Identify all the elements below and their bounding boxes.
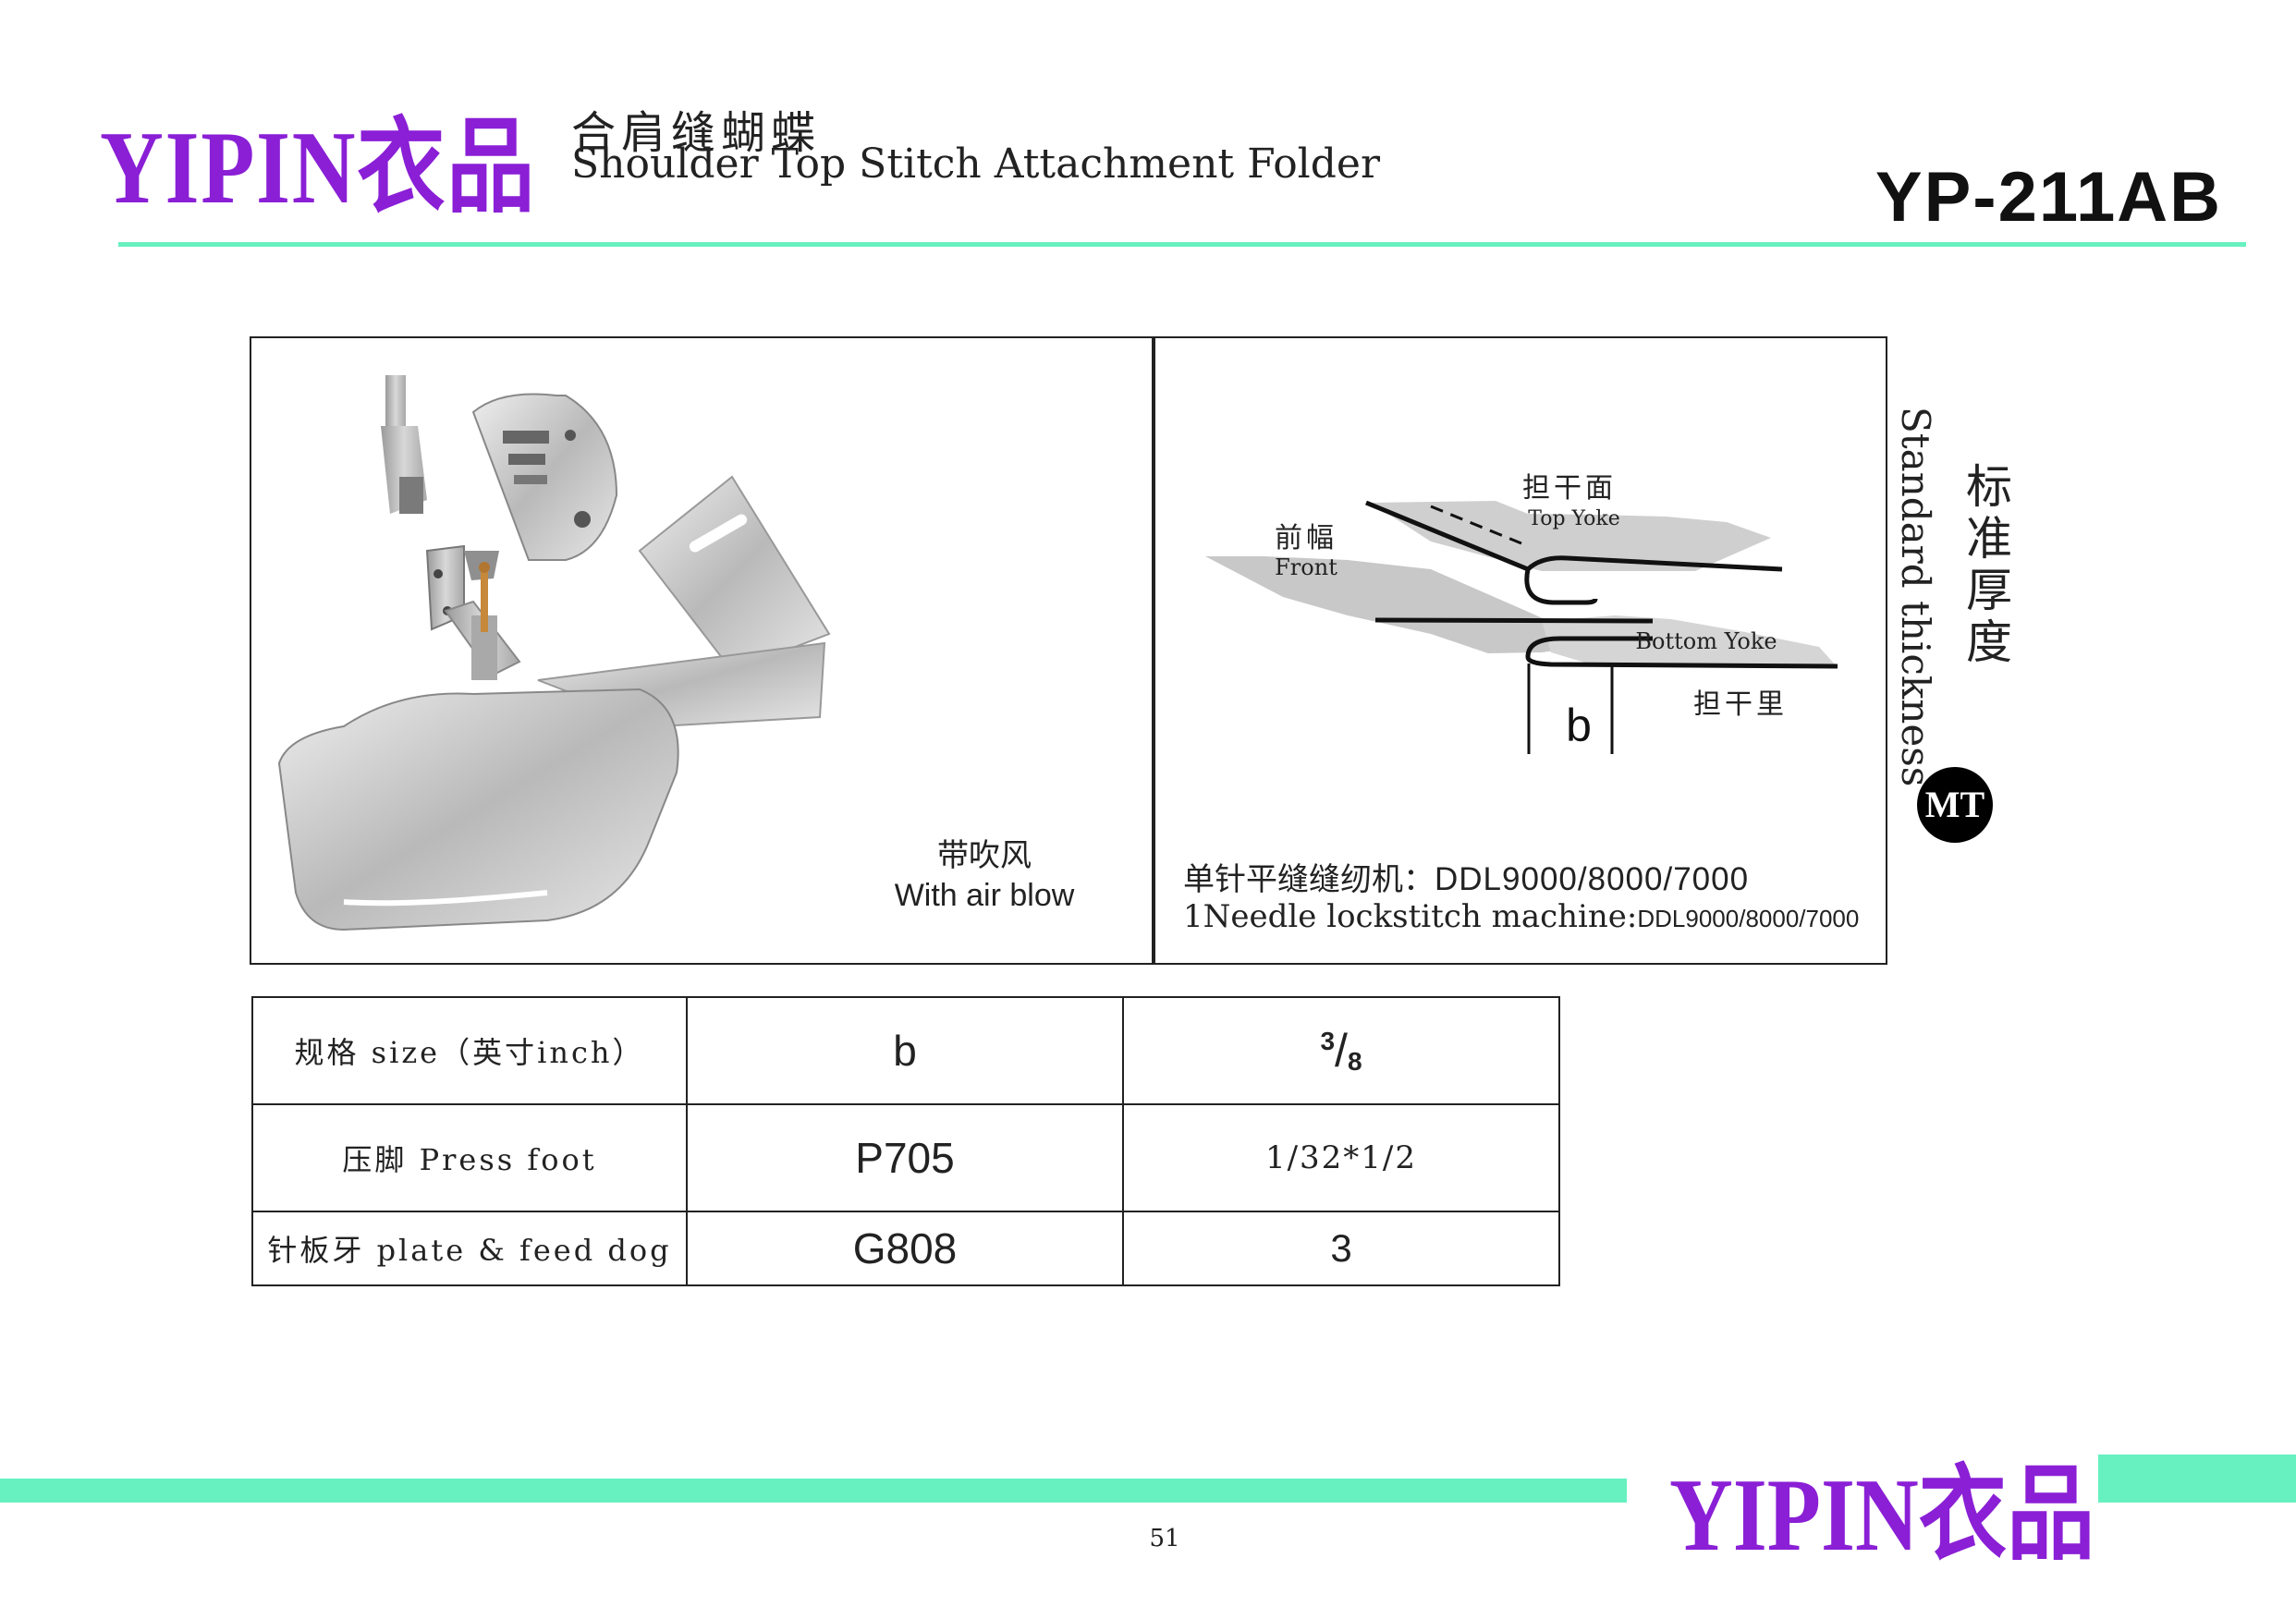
machine-line-chinese: 单针平缝缝纫机：DDL9000/8000/7000 bbox=[1183, 854, 1749, 899]
header-divider bbox=[118, 242, 2246, 247]
footer-brand-cn: 衣品 bbox=[1918, 1458, 2095, 1573]
label-front-cn: 前幅 bbox=[1275, 522, 1337, 554]
table-row: 规格 size（英寸inch） b 3/8 bbox=[251, 996, 1560, 1105]
machine-models-cn: DDL9000/8000/7000 bbox=[1435, 861, 1750, 897]
table-row: 针板牙 plate & feed dog G808 3 bbox=[251, 1211, 1560, 1286]
presser-foot-part bbox=[381, 375, 427, 514]
page-number: 51 bbox=[1149, 1525, 1180, 1552]
spec-press-foot-code: P705 bbox=[686, 1103, 1124, 1212]
standard-thickness-chinese: 标准厚度 bbox=[1959, 462, 2012, 669]
title-english: Shoulder Top Stitch Attachment Folder bbox=[571, 140, 1380, 188]
label-front-en: Front bbox=[1275, 554, 1337, 580]
spec-press-foot-value: 1/32*1/2 bbox=[1122, 1103, 1560, 1212]
spec-size-value: 3/8 bbox=[1122, 996, 1560, 1105]
title-chinese: 合肩缝蝴蝶 bbox=[571, 107, 822, 159]
footer-brand-latin: YIPIN bbox=[1669, 1458, 1919, 1573]
footer-brand-logo: YIPIN衣品 bbox=[1669, 1430, 2094, 1580]
footer-bar-left bbox=[0, 1479, 1627, 1503]
top-yoke-stitch bbox=[1430, 505, 1522, 545]
spec-size-symbol: b bbox=[686, 996, 1124, 1105]
label-bottom-yoke-en: Bottom Yoke bbox=[1635, 628, 1777, 654]
table-row: 压脚 Press foot P705 1/32*1/2 bbox=[251, 1103, 1560, 1212]
photo-caption-chinese: 带吹风 bbox=[937, 837, 1032, 874]
needle-plate-part bbox=[471, 393, 618, 561]
machine-label-cn: 单针平缝缝纫机： bbox=[1183, 861, 1435, 898]
front-fabric bbox=[1205, 556, 1643, 653]
machine-models-en: DDL9000/8000/7000 bbox=[1637, 905, 1860, 932]
top-yoke-line bbox=[1365, 500, 1598, 605]
top-yoke-edge bbox=[1526, 555, 1783, 572]
product-photo-panel bbox=[250, 336, 1155, 965]
spec-label-size: 规格 size（英寸inch） bbox=[251, 996, 688, 1105]
photo-caption-english: With air blow bbox=[894, 878, 1075, 913]
brand-cn: 衣品 bbox=[357, 111, 537, 225]
spec-label-press-foot: 压脚 Press foot bbox=[251, 1103, 688, 1212]
machine-label-en: 1Needle lockstitch machine: bbox=[1183, 898, 1638, 935]
label-top-yoke-en: Top Yoke bbox=[1528, 507, 1620, 530]
standard-thickness-english: Standard thickness bbox=[1893, 407, 1938, 787]
model-number: YP-211AB bbox=[1875, 158, 2222, 237]
spec-label-plate-feed-dog: 针板牙 plate & feed dog bbox=[251, 1211, 688, 1286]
fold-diagram-panel bbox=[1152, 336, 1887, 965]
label-bottom-yoke-cn: 担干里 bbox=[1693, 688, 1788, 721]
footer-bar-right bbox=[2098, 1455, 2296, 1503]
fold-diagram: 担干面 Top Yoke 前幅 Front Bottom Yoke 担干里 b bbox=[1205, 472, 1838, 754]
spec-table: 规格 size（英寸inch） b 3/8 压脚 Press foot P705… bbox=[251, 996, 1560, 1286]
spec-plate-value: 3 bbox=[1122, 1211, 1560, 1286]
brand-logo: YIPIN衣品 bbox=[100, 83, 536, 233]
machine-line-english: 1Needle lockstitch machine:DDL9000/8000/… bbox=[1183, 898, 1859, 935]
top-yoke-fabric bbox=[1371, 501, 1771, 571]
folder-attachment-part bbox=[277, 475, 831, 931]
brand-latin: YIPIN bbox=[100, 111, 358, 225]
bottom-yoke-fold bbox=[1525, 636, 1838, 669]
label-top-yoke-cn: 担干面 bbox=[1522, 472, 1617, 505]
bottom-yoke-upper-line bbox=[1374, 617, 1654, 624]
size-fraction: 3/8 bbox=[1320, 1025, 1362, 1077]
product-photo bbox=[277, 375, 831, 931]
mt-badge: MT bbox=[1917, 767, 1993, 843]
dimension-label-b: b bbox=[1566, 700, 1592, 751]
spec-plate-code: G808 bbox=[686, 1211, 1124, 1286]
bottom-yoke-fabric bbox=[1542, 615, 1836, 665]
